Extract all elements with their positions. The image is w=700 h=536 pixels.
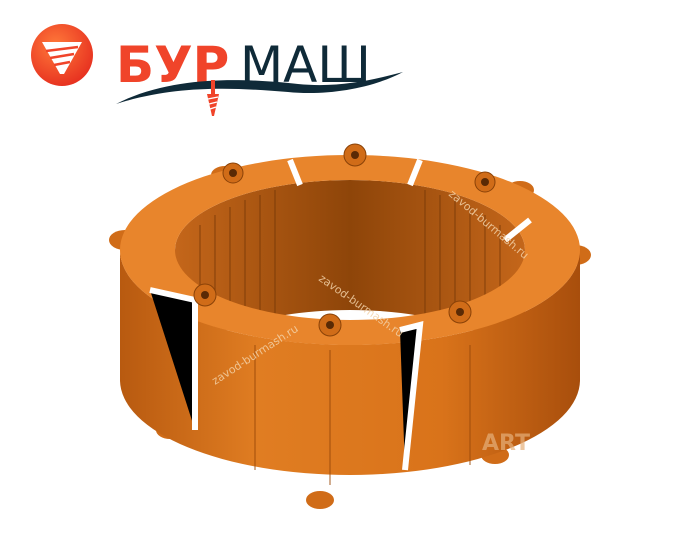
logo-swoosh [116, 72, 403, 104]
burmash-logo: БУР МАШ [31, 24, 403, 116]
lifting-lugs [193, 143, 496, 337]
lug-holes [201, 151, 489, 329]
drill-bit-icon [207, 80, 219, 116]
outer-wall [120, 250, 580, 475]
inner-back-wall [175, 180, 525, 380]
segment-gaps [149, 158, 532, 471]
front-ribs [254, 345, 471, 485]
watermark-art: ART [482, 431, 530, 456]
drill-emblem-icon [31, 24, 93, 86]
